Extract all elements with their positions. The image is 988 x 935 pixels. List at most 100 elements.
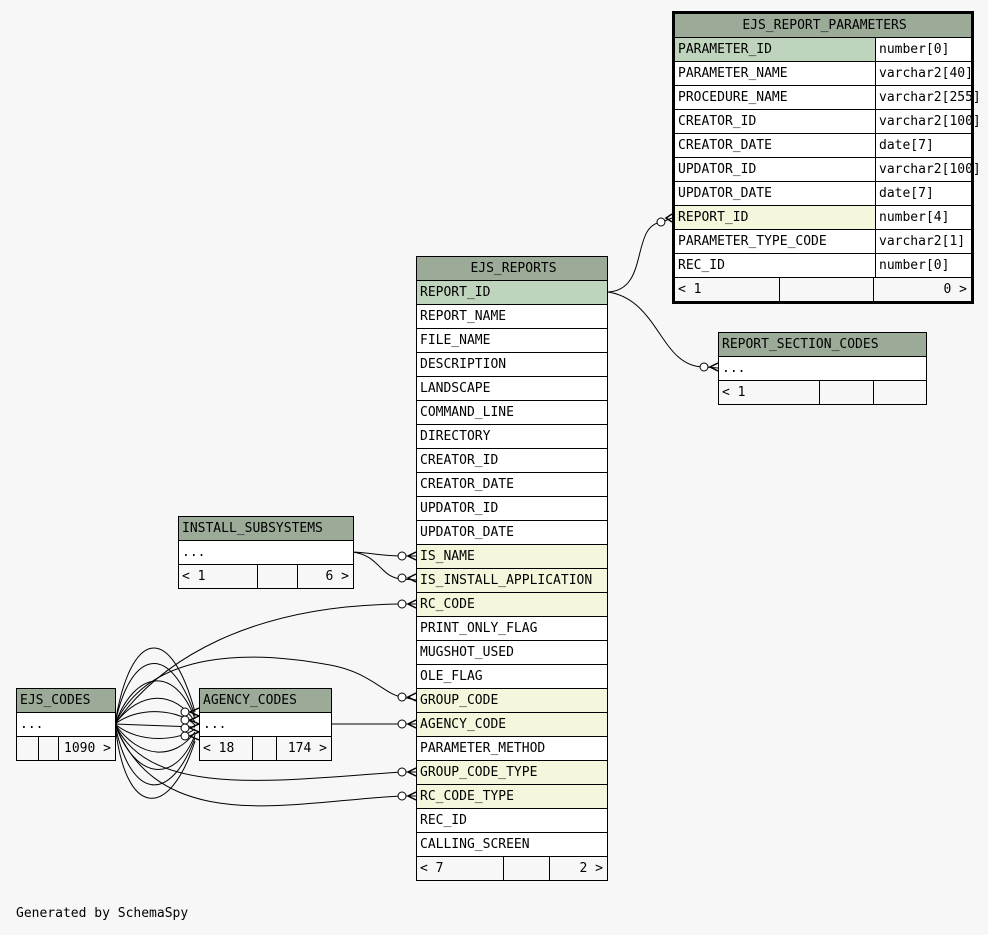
column-row[interactable]: REPORT_ID: [417, 280, 607, 304]
table-header: INSTALL_SUBSYSTEMS: [179, 517, 353, 540]
table-title: EJS_REPORTS: [470, 261, 557, 276]
edge-report-section-codes: [607, 291, 719, 369]
edge-rc-code: [114, 603, 416, 725]
table-header: EJS_REPORTS: [417, 257, 607, 280]
ellipsis: ...: [203, 717, 227, 732]
column-row[interactable]: IS_NAME: [417, 544, 607, 568]
column-row[interactable]: PROCEDURE_NAME varchar2[255]: [675, 85, 981, 109]
column-name: PARAMETER_METHOD: [420, 741, 546, 756]
table-ejs-reports[interactable]: EJS_REPORTS REPORT_ID REPORT_NAME FILE_N…: [416, 256, 608, 881]
table-title: EJS_CODES: [20, 693, 91, 708]
column-row[interactable]: COMMAND_LINE: [417, 400, 607, 424]
table-footer: < 7 2 >: [417, 856, 607, 880]
column-row[interactable]: CREATOR_DATE: [417, 472, 607, 496]
column-type: varchar2[40]: [875, 62, 973, 85]
collapsed-columns[interactable]: ...: [17, 712, 115, 736]
column-row[interactable]: FILE_NAME: [417, 328, 607, 352]
column-row[interactable]: PARAMETER_TYPE_CODE varchar2[1]: [675, 229, 971, 253]
row-count: 174 >: [276, 737, 331, 760]
column-row[interactable]: CREATOR_ID: [417, 448, 607, 472]
table-header: AGENCY_CODES: [200, 689, 331, 712]
column-name: LANDSCAPE: [420, 381, 491, 396]
column-row[interactable]: RC_CODE_TYPE: [417, 784, 607, 808]
column-type: varchar2[100]: [875, 110, 981, 133]
column-count: [38, 737, 58, 760]
table-report-section-codes[interactable]: REPORT_SECTION_CODES ... < 1: [718, 332, 927, 405]
column-type: number[0]: [875, 254, 971, 277]
table-footer: < 1: [719, 380, 926, 404]
column-row[interactable]: PRINT_ONLY_FLAG: [417, 616, 607, 640]
column-count: [252, 737, 276, 760]
column-type: varchar2[100]: [875, 158, 981, 181]
column-name: PROCEDURE_NAME: [678, 90, 788, 105]
column-row[interactable]: CREATOR_DATE date[7]: [675, 133, 971, 157]
column-row[interactable]: REC_ID number[0]: [675, 253, 971, 277]
column-name: REPORT_ID: [420, 285, 491, 300]
column-row[interactable]: UPDATOR_ID varchar2[100]: [675, 157, 981, 181]
column-name: GROUP_CODE_TYPE: [420, 765, 538, 780]
table-agency-codes[interactable]: AGENCY_CODES ... < 18 174 >: [199, 688, 332, 761]
table-header: EJS_REPORT_PARAMETERS: [675, 14, 971, 37]
column-row[interactable]: OLE_FLAG: [417, 664, 607, 688]
column-row[interactable]: AGENCY_CODE: [417, 712, 607, 736]
column-name: MUGSHOT_USED: [420, 645, 514, 660]
column-count: [819, 381, 873, 404]
column-row[interactable]: PARAMETER_METHOD: [417, 736, 607, 760]
column-row[interactable]: DESCRIPTION: [417, 352, 607, 376]
column-row[interactable]: REPORT_NAME: [417, 304, 607, 328]
table-footer: < 1 0 >: [675, 277, 971, 301]
children-count: < 1: [722, 385, 746, 400]
column-row[interactable]: MUGSHOT_USED: [417, 640, 607, 664]
table-title: EJS_REPORT_PARAMETERS: [742, 18, 907, 33]
collapsed-columns[interactable]: ...: [179, 540, 353, 564]
column-row[interactable]: REPORT_ID number[4]: [675, 205, 971, 229]
column-count: [779, 278, 873, 301]
column-row[interactable]: REC_ID: [417, 808, 607, 832]
column-row[interactable]: IS_INSTALL_APPLICATION: [417, 568, 607, 592]
column-type: date[7]: [875, 182, 971, 205]
children-count: < 7: [420, 861, 444, 876]
row-count: 0 >: [873, 278, 971, 301]
table-footer: < 18 174 >: [200, 736, 331, 760]
column-name: CALLING_SCREEN: [420, 837, 530, 852]
row-count: 1090 >: [58, 737, 115, 760]
table-ejs-codes[interactable]: EJS_CODES ... 1090 >: [16, 688, 116, 761]
column-name: REPORT_NAME: [420, 309, 507, 324]
column-name: AGENCY_CODE: [420, 717, 507, 732]
column-name: CREATOR_DATE: [420, 477, 514, 492]
table-title: AGENCY_CODES: [203, 693, 297, 708]
column-name: CREATOR_ID: [420, 453, 499, 468]
column-row[interactable]: UPDATOR_DATE date[7]: [675, 181, 971, 205]
column-row[interactable]: PARAMETER_ID number[0]: [675, 37, 971, 61]
column-name: FILE_NAME: [420, 333, 491, 348]
column-row[interactable]: LANDSCAPE: [417, 376, 607, 400]
column-name: IS_NAME: [420, 549, 475, 564]
column-row[interactable]: UPDATOR_ID: [417, 496, 607, 520]
collapsed-columns[interactable]: ...: [719, 356, 926, 380]
column-name: PRINT_ONLY_FLAG: [420, 621, 538, 636]
column-row[interactable]: GROUP_CODE_TYPE: [417, 760, 607, 784]
column-row[interactable]: GROUP_CODE: [417, 688, 607, 712]
column-row[interactable]: CALLING_SCREEN: [417, 832, 607, 856]
column-row[interactable]: PARAMETER_NAME varchar2[40]: [675, 61, 973, 85]
table-install-subsystems[interactable]: INSTALL_SUBSYSTEMS ... < 1 6 >: [178, 516, 354, 589]
column-row[interactable]: RC_CODE: [417, 592, 607, 616]
table-ejs-report-parameters[interactable]: EJS_REPORT_PARAMETERS PARAMETER_ID numbe…: [672, 11, 981, 304]
column-row[interactable]: DIRECTORY: [417, 424, 607, 448]
generated-by-caption: Generated by SchemaSpy: [16, 906, 189, 921]
column-name: UPDATOR_ID: [420, 501, 499, 516]
column-name: UPDATOR_DATE: [678, 186, 772, 201]
ellipsis: ...: [722, 361, 746, 376]
table-header: EJS_CODES: [17, 689, 115, 712]
collapsed-columns[interactable]: ...: [200, 712, 331, 736]
column-row[interactable]: UPDATOR_DATE: [417, 520, 607, 544]
table-footer: < 1 6 >: [179, 564, 353, 588]
table-title: REPORT_SECTION_CODES: [722, 337, 879, 352]
column-type: varchar2[1]: [875, 230, 971, 253]
column-name: UPDATOR_ID: [678, 162, 757, 177]
column-row[interactable]: CREATOR_ID varchar2[100]: [675, 109, 981, 133]
column-type: date[7]: [875, 134, 971, 157]
row-count: 2 >: [549, 857, 607, 880]
column-name: CREATOR_DATE: [678, 138, 772, 153]
column-name: PARAMETER_ID: [678, 42, 772, 57]
